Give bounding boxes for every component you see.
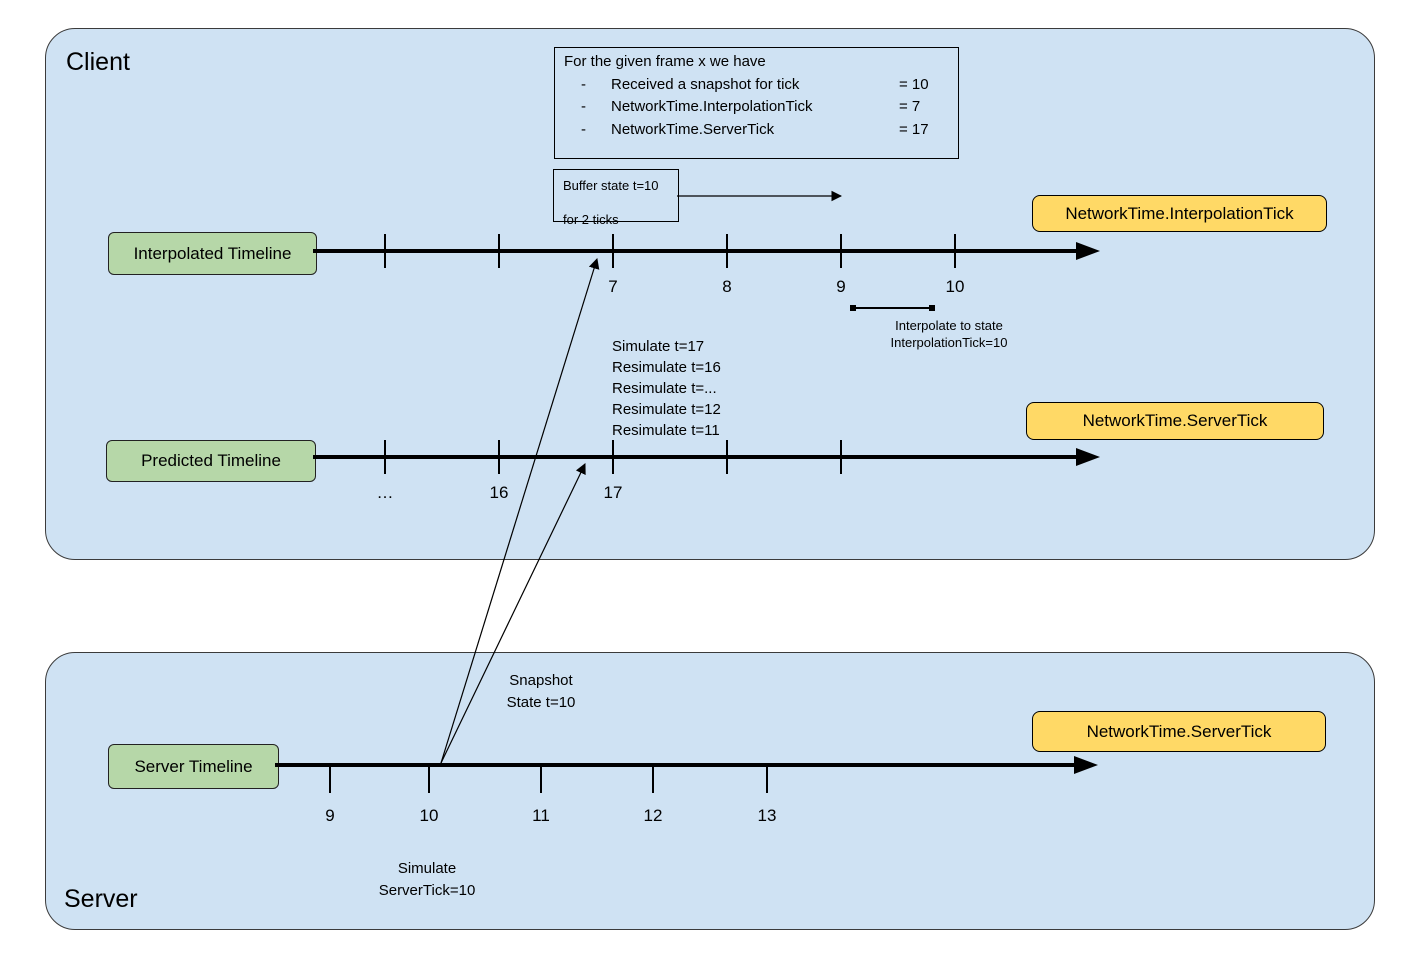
- tick-mark: [540, 765, 542, 793]
- frame-info-value: = 10: [899, 76, 929, 93]
- interpolated-timeline-label-box: Interpolated Timeline: [108, 232, 317, 275]
- range-bar-right-cap: [929, 305, 935, 311]
- client-panel-title: Client: [66, 48, 130, 76]
- resimulate-line: Resimulate t=16: [612, 359, 721, 376]
- interpolation-tick-badge: NetworkTime.InterpolationTick: [1032, 195, 1327, 232]
- tick-mark: [612, 440, 614, 474]
- interpolated-tick-label: 7: [608, 277, 618, 296]
- snapshot-note: Snapshot State t=10: [507, 670, 576, 714]
- predicted-tick-label: 16: [489, 483, 509, 502]
- server-tick-label: 10: [419, 806, 439, 825]
- interpolated-tick-label: 8: [722, 277, 732, 296]
- server-simulate-note: Simulate ServerTick=10: [379, 858, 476, 902]
- buffer-state-line2: for 2 ticks: [563, 212, 619, 227]
- tick-mark: [498, 234, 500, 268]
- tick-mark: [726, 440, 728, 474]
- predicted-timeline-label: Predicted Timeline: [141, 451, 281, 470]
- tick-mark: [840, 440, 842, 474]
- tick-mark: [766, 765, 768, 793]
- interpolation-tick-badge-label: NetworkTime.InterpolationTick: [1065, 203, 1294, 223]
- predicted-timeline-label-box: Predicted Timeline: [106, 440, 316, 482]
- resimulate-block: Simulate t=17 Resimulate t=16 Resimulate…: [612, 336, 721, 441]
- server-panel: Server: [45, 652, 1375, 930]
- resimulate-line: Resimulate t=11: [612, 422, 720, 439]
- interpolate-note-line2: InterpolationTick=10: [890, 335, 1008, 350]
- frame-info-title: For the given frame x we have: [564, 53, 766, 70]
- server-tick-label: 13: [757, 806, 777, 825]
- tick-mark: [840, 234, 842, 268]
- frame-info-value: = 17: [899, 121, 929, 138]
- interpolate-note-line1: Interpolate to state: [895, 318, 1003, 333]
- range-bar-left-cap: [850, 305, 856, 311]
- interpolated-timeline-label: Interpolated Timeline: [133, 243, 292, 263]
- bullet-dash: -: [581, 121, 586, 138]
- server-tick-label: 11: [532, 806, 550, 825]
- client-server-tick-badge: NetworkTime.ServerTick: [1026, 402, 1324, 440]
- server-panel-title: Server: [64, 884, 138, 913]
- tick-mark: [428, 765, 430, 793]
- frame-info-row-interpolation-tick: - NetworkTime.InterpolationTick = 7: [555, 98, 958, 116]
- interpolate-note: Interpolate to state InterpolationTick=1…: [891, 317, 1008, 351]
- tick-mark: [726, 234, 728, 268]
- tick-mark: [384, 440, 386, 474]
- server-tick-label: 12: [643, 806, 663, 825]
- resimulate-line: Resimulate t=12: [612, 401, 721, 418]
- server-timeline-arrowhead-icon: [1074, 756, 1098, 774]
- server-simulate-line2: ServerTick=10: [378, 882, 476, 899]
- tick-mark: [498, 440, 500, 474]
- server-server-tick-badge: NetworkTime.ServerTick: [1032, 711, 1326, 752]
- server-timeline-label: Server Timeline: [134, 756, 253, 776]
- frame-info-box: For the given frame x we have - Received…: [554, 47, 959, 159]
- resimulate-line: Resimulate t=...: [612, 380, 717, 397]
- interpolation-range-bar: [853, 307, 935, 309]
- server-simulate-line1: Simulate: [397, 860, 457, 877]
- frame-info-value: = 7: [899, 98, 921, 115]
- predicted-timeline-arrowhead-icon: [1076, 448, 1100, 466]
- bullet-dash: -: [581, 98, 586, 115]
- resimulate-line: Simulate t=17: [612, 338, 705, 355]
- interpolated-timeline-line: [313, 249, 1080, 253]
- snapshot-note-line2: State t=10: [506, 694, 576, 711]
- bullet-dash: -: [581, 76, 586, 93]
- frame-info-row-snapshot-tick: - Received a snapshot for tick = 10: [555, 76, 958, 94]
- tick-mark: [954, 234, 956, 268]
- buffer-state-text: Buffer state t=10 for 2 ticks: [563, 177, 659, 228]
- predicted-timeline-line: [313, 455, 1080, 459]
- frame-info-label: NetworkTime.InterpolationTick: [611, 98, 813, 115]
- interpolated-timeline-arrowhead-icon: [1076, 242, 1100, 260]
- tick-mark: [652, 765, 654, 793]
- server-timeline-line: [275, 763, 1076, 767]
- client-server-tick-badge-label: NetworkTime.ServerTick: [1082, 411, 1268, 430]
- buffer-state-line1: Buffer state t=10: [563, 178, 659, 193]
- predicted-tick-label: 17: [603, 483, 623, 502]
- interpolated-tick-label: 10: [945, 277, 965, 296]
- buffer-state-box: Buffer state t=10 for 2 ticks: [553, 169, 679, 227]
- server-server-tick-badge-label: NetworkTime.ServerTick: [1086, 721, 1272, 741]
- frame-info-row-server-tick: - NetworkTime.ServerTick = 17: [555, 121, 958, 139]
- server-timeline-label-box: Server Timeline: [108, 744, 279, 789]
- server-tick-label: 9: [325, 806, 335, 825]
- predicted-tick-label: …: [376, 483, 394, 502]
- tick-mark: [329, 765, 331, 793]
- snapshot-note-line1: Snapshot: [509, 672, 573, 689]
- frame-info-label: Received a snapshot for tick: [611, 76, 800, 93]
- frame-info-label: NetworkTime.ServerTick: [611, 121, 775, 138]
- tick-mark: [384, 234, 386, 268]
- tick-mark: [612, 234, 614, 268]
- interpolated-tick-label: 9: [836, 277, 846, 296]
